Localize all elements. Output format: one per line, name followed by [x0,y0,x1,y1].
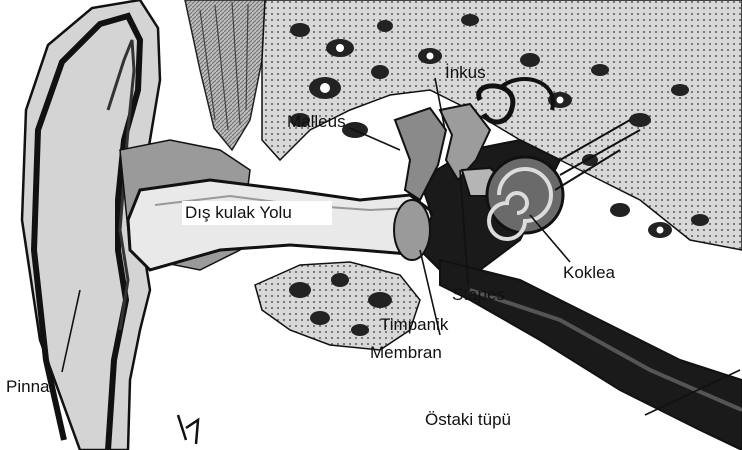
label-koklea: Koklea [563,263,616,282]
label-stapes: Stapes [452,285,505,304]
skull-bone-lower [255,262,420,350]
label-dis-kulak-yolu: Dış kulak Yolu [185,203,292,222]
temporal-muscle [185,0,265,150]
label-ostaki-tupu: Östaki tüpü [425,410,511,429]
label-timpanik: Timpanik [380,315,449,334]
label-malleus: Malleus [287,112,346,131]
label-inkus: İnkus [445,63,486,82]
lobule-mark [178,415,198,444]
tympanic-membrane-shape [394,200,430,260]
label-pinna: Pinna [6,377,50,396]
label-membran: Membran [370,343,442,362]
